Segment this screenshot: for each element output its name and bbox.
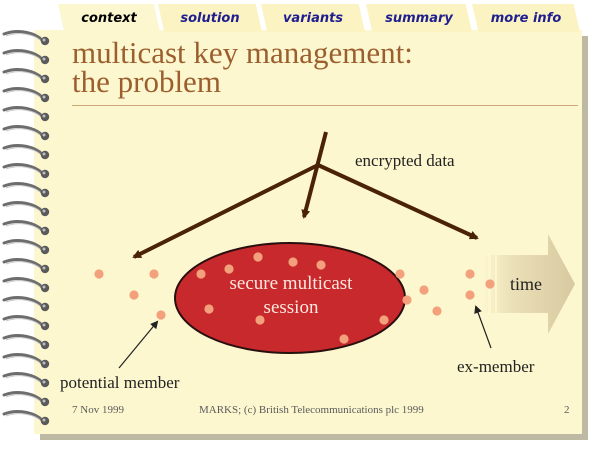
encrypted-data-label: encrypted data <box>355 151 455 170</box>
spiral-binding <box>2 30 50 426</box>
spiral-ring <box>2 239 50 255</box>
potential-member-label: potential member <box>60 373 180 392</box>
ex-member-label: ex-member <box>457 357 535 376</box>
tab-context[interactable]: context <box>58 4 160 32</box>
spiral-ring <box>2 30 50 46</box>
spiral-ring <box>2 391 50 407</box>
member-dot <box>432 306 442 316</box>
ex-member-pointer <box>474 305 492 349</box>
member-dot <box>339 334 349 344</box>
spiral-ring <box>2 87 50 103</box>
member-dot <box>255 315 265 325</box>
spiral-ring <box>2 296 50 312</box>
member-dot <box>149 269 159 279</box>
session-label: secure multicast session <box>196 272 386 320</box>
footer-credit: MARKS; (c) British Telecommunications pl… <box>199 404 424 416</box>
member-dot <box>316 260 326 270</box>
page-title: multicast key management: the problem <box>72 35 582 99</box>
tab-solution[interactable]: solution <box>158 4 262 32</box>
tab-label: context <box>81 10 137 26</box>
spiral-ring <box>2 277 50 293</box>
member-dot <box>465 269 475 279</box>
tab-more-info[interactable]: more info <box>472 4 580 32</box>
member-dot <box>395 269 405 279</box>
member-dot <box>419 285 429 295</box>
encrypted-data-arrows <box>132 131 479 259</box>
spiral-ring <box>2 163 50 179</box>
member-dot <box>288 257 298 267</box>
spiral-ring <box>2 315 50 331</box>
page-number: 2 <box>564 404 570 416</box>
spiral-ring <box>2 106 50 122</box>
spiral-ring <box>2 125 50 141</box>
member-dot <box>94 269 104 279</box>
spiral-ring <box>2 182 50 198</box>
spiral-ring <box>2 353 50 369</box>
member-dot <box>485 279 495 289</box>
tab-summary[interactable]: summary <box>366 4 472 32</box>
spiral-ring <box>2 334 50 350</box>
title-divider <box>72 105 578 106</box>
spiral-ring <box>2 68 50 84</box>
tab-label: solution <box>180 10 240 26</box>
title-line-1: multicast key management: <box>72 35 413 70</box>
spiral-ring <box>2 410 50 426</box>
tab-variants[interactable]: variants <box>261 4 365 32</box>
member-dot <box>465 290 475 300</box>
potential-member-pointer <box>118 320 159 369</box>
tab-label: summary <box>385 10 453 26</box>
member-dot <box>402 295 412 305</box>
title-line-2: the problem <box>72 64 221 99</box>
spiral-ring <box>2 49 50 65</box>
footer-date: 7 Nov 1999 <box>72 404 124 416</box>
member-dot <box>379 315 389 325</box>
notebook-page <box>34 30 582 434</box>
session-label-line-1: secure multicast <box>229 273 353 294</box>
spiral-ring <box>2 220 50 236</box>
member-dots <box>94 252 495 344</box>
spiral-ring <box>2 144 50 160</box>
tab-label: more info <box>490 10 562 26</box>
spiral-ring <box>2 201 50 217</box>
member-dot <box>196 269 206 279</box>
tab-label: variants <box>282 10 344 26</box>
spiral-ring <box>2 372 50 388</box>
member-dot <box>156 310 166 320</box>
member-dot <box>129 290 139 300</box>
time-arrow-shape <box>481 234 575 334</box>
spiral-ring <box>2 258 50 274</box>
time-label: time <box>510 274 542 294</box>
session-label-line-2: session <box>263 297 319 318</box>
member-dot <box>253 252 263 262</box>
member-dot <box>224 264 234 274</box>
member-dot <box>204 304 214 314</box>
